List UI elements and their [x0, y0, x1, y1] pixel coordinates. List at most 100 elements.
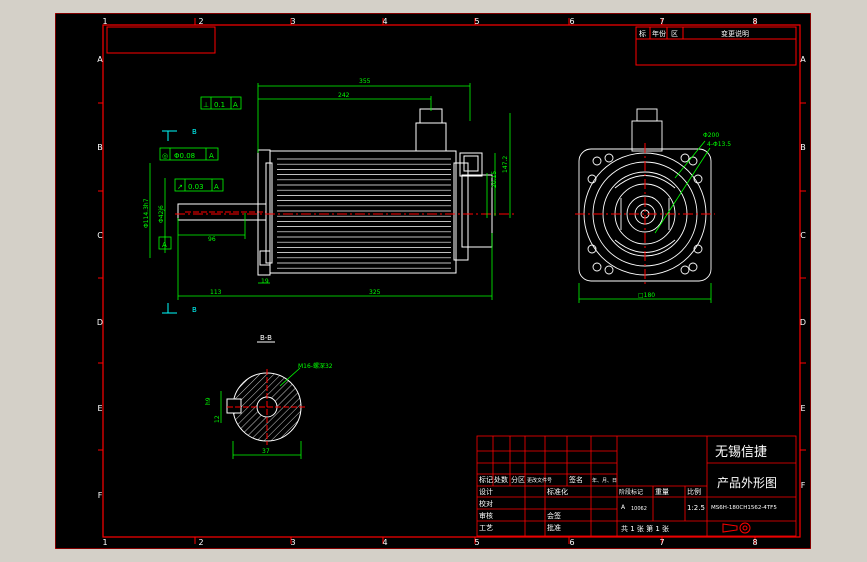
tb-sheets: 共 1 张 第 1 张 — [621, 524, 669, 533]
rev-col-2: 年份 — [652, 29, 666, 38]
row-label-C-r: C — [800, 231, 806, 240]
tb-stage: A — [621, 504, 626, 511]
tolerance-frames — [158, 96, 242, 250]
dim-114: Φ114.3h7 — [143, 198, 150, 228]
tb-sign: 签名 — [569, 475, 583, 484]
revision-header — [635, 26, 797, 66]
rev-col-3: 区 — [671, 30, 678, 38]
tb-date: 年、月、日 — [592, 477, 617, 484]
cad-drawing-viewport[interactable]: 1 2 3 4 5 6 7 8 1 2 3 4 5 6 7 8 A B C D … — [54, 12, 812, 550]
col-label-1: 1 — [102, 17, 107, 26]
tb-drawing-name: 产品外形图 — [717, 476, 777, 490]
section-b-b[interactable] — [226, 369, 307, 445]
tb-weight-label: 重量 — [655, 488, 669, 496]
dim-242: 242 — [338, 92, 350, 99]
col-label-5: 5 — [474, 17, 479, 26]
section-b-bottom: B — [192, 306, 197, 314]
row-label-E-r: E — [800, 404, 805, 413]
row-label-A: A — [97, 55, 103, 64]
tb-model: MS6H-180CH1562-4TF5 — [711, 505, 777, 511]
row-label-D: D — [97, 318, 103, 327]
tb-weight: 10062 — [631, 506, 647, 512]
col-label-6b: 6 — [569, 538, 574, 547]
tol-2-sym: ◎ — [162, 152, 168, 160]
dim-113: 113 — [210, 289, 222, 296]
dim-325: 325 — [369, 289, 381, 296]
row-label-B-r: B — [800, 143, 806, 152]
dim-holes: 4-Φ13.5 — [707, 141, 731, 148]
col-label-8: 8 — [752, 17, 757, 26]
col-label-5b: 5 — [474, 538, 479, 547]
dim-section-d: 37 — [262, 448, 270, 455]
row-label-E: E — [97, 404, 102, 413]
col-label-3: 3 — [290, 17, 295, 26]
tol-2-val: Φ0.08 — [174, 152, 195, 160]
col-label-1b: 1 — [102, 538, 107, 547]
dim-147: 147.2 — [502, 156, 509, 173]
motor-front-view[interactable] — [175, 108, 517, 276]
row-label-B: B — [97, 143, 103, 152]
grid-labels: 1 2 3 4 5 6 7 8 1 2 3 4 5 6 7 8 A B C D … — [97, 17, 806, 547]
row-label-F: F — [98, 491, 103, 500]
tb-scale-label: 比例 — [687, 487, 701, 496]
col-label-7b: 7 — [659, 538, 664, 547]
col-label-7: 7 — [659, 17, 664, 26]
dim-42: Φ42j6 — [158, 205, 165, 223]
tol-3-ref: A — [214, 183, 219, 191]
col-label-4b: 4 — [382, 538, 387, 547]
col-label-3b: 3 — [290, 538, 295, 547]
col-label-2: 2 — [198, 17, 203, 26]
tol-3-val: 0.03 — [188, 183, 204, 191]
tb-count: 处数 — [494, 475, 508, 484]
front-dims — [149, 83, 511, 300]
drawing-sheet: 1 2 3 4 5 6 7 8 1 2 3 4 5 6 7 8 A B C D … — [54, 12, 812, 550]
row-label-D-r: D — [800, 318, 806, 327]
col-label-8b: 8 — [752, 538, 757, 547]
tb-zone: 分区 — [511, 475, 525, 484]
tol-1-sym: ⊥ — [203, 101, 209, 109]
tb-check: 校对 — [479, 499, 493, 508]
tol-3-sym: ↗ — [177, 183, 183, 191]
dim-19: 19 — [261, 278, 269, 285]
tol-1-ref: A — [233, 101, 238, 109]
tol-1-val: 0.1 — [214, 101, 225, 109]
tb-mark: 标记 — [479, 475, 493, 484]
section-marks — [162, 130, 177, 314]
row-label-F-r: F — [801, 481, 806, 490]
datum-label: A — [162, 241, 167, 249]
section-b-top: B — [192, 128, 197, 136]
rear-cap — [453, 162, 469, 261]
dim-key-h: h9 — [205, 397, 212, 405]
col-label-2b: 2 — [198, 538, 203, 547]
tb-standard: 标准化 — [547, 487, 568, 496]
inner-border — [102, 24, 801, 538]
section-title: B-B — [260, 334, 272, 342]
col-label-6: 6 — [569, 17, 574, 26]
grid-ticks — [98, 18, 806, 544]
tb-seal: 会签 — [547, 511, 561, 520]
rev-col-1: 标 — [639, 29, 646, 38]
row-label-A-r: A — [800, 55, 806, 64]
dim-355: 355 — [359, 78, 371, 85]
projection-symbol-icon — [722, 522, 751, 534]
tb-review: 审核 — [479, 511, 493, 520]
row-label-C: C — [97, 231, 103, 240]
tb-stage-label: 阶段标记 — [619, 488, 643, 496]
tb-design: 设计 — [479, 487, 493, 496]
col-label-4: 4 — [382, 17, 387, 26]
tb-company: 无锡信捷 — [715, 445, 767, 460]
tb-approve: 批准 — [547, 523, 561, 532]
tb-file: 更改文件号 — [527, 477, 552, 484]
tb-process: 工艺 — [479, 524, 493, 532]
rev-col-4: 变更说明 — [721, 29, 749, 38]
tol-2-ref: A — [209, 152, 214, 160]
dim-96: 96 — [208, 236, 216, 243]
dim-20: 20.15 — [491, 171, 498, 188]
motor-body — [269, 150, 457, 274]
tb-scale: 1:2.5 — [687, 504, 705, 512]
dim-pcd: Φ200 — [703, 132, 719, 139]
dim-key-thread: M16-螺深32 — [298, 362, 333, 370]
dim-square: □180 — [638, 292, 655, 299]
title-block[interactable] — [476, 435, 797, 537]
dim-key-w: 12 — [214, 415, 221, 423]
